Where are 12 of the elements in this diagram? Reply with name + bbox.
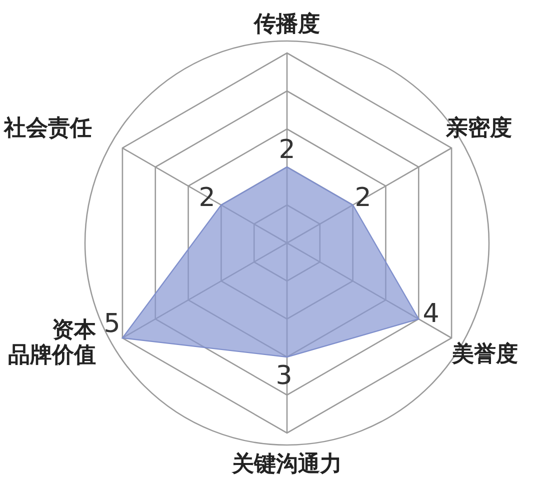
axis-label: 美誉度	[452, 342, 518, 368]
value-label: 2	[354, 184, 372, 214]
value-label: 5	[104, 310, 120, 340]
value-label: 3	[276, 362, 292, 392]
value-label: 4	[422, 300, 440, 330]
axis-label: 传播度	[254, 12, 320, 38]
axis-label: 亲密度	[446, 116, 512, 142]
value-label: 2	[278, 136, 296, 166]
axis-label: 资本品牌价值	[8, 318, 96, 369]
axis-label: 社会责任	[4, 116, 92, 142]
value-label: 2	[198, 184, 216, 214]
axis-label: 关键沟通力	[232, 452, 342, 478]
